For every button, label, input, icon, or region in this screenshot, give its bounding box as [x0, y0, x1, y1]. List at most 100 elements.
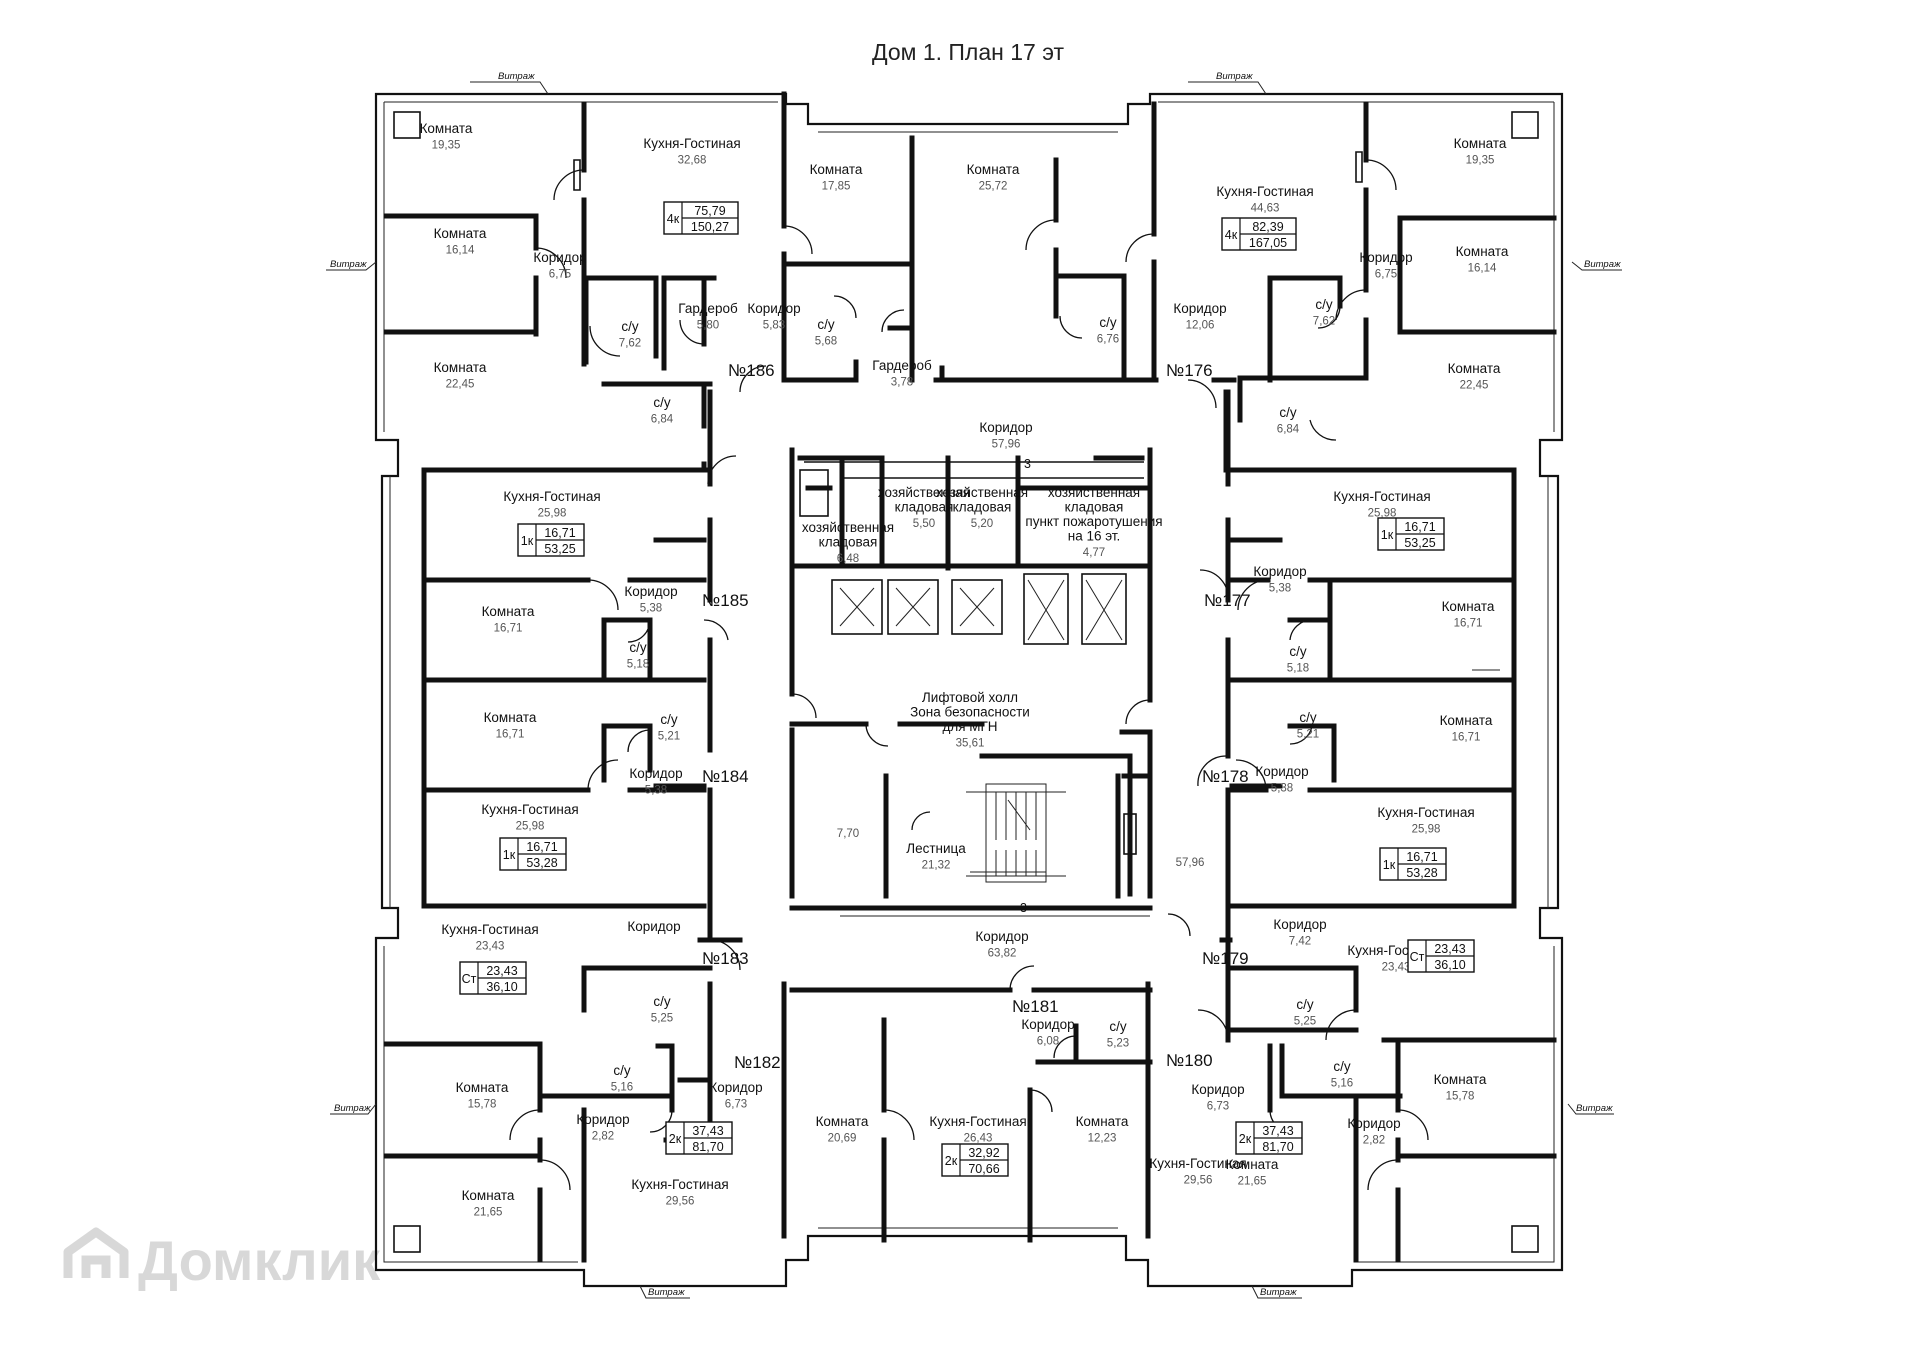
- corridor-mark: 3: [1020, 901, 1027, 915]
- shafts: [393, 111, 1539, 1253]
- room-name: хозяйственная: [936, 485, 1028, 500]
- room-area: 6,75: [549, 269, 571, 281]
- room-label: с/у5,16: [611, 1063, 633, 1094]
- room-area: 19,35: [432, 140, 461, 152]
- living-area: 37,43: [1262, 1124, 1293, 1138]
- room-name: кладовая: [953, 500, 1012, 515]
- total-area: 53,25: [544, 542, 575, 556]
- vitrazh-label: Витраж: [498, 71, 535, 82]
- room-name: Гардероб: [872, 358, 932, 373]
- room-area: 25,98: [1412, 824, 1441, 836]
- room-name: Гардероб: [678, 301, 738, 316]
- room-area: 25,98: [1368, 508, 1397, 520]
- room-name: с/у: [629, 640, 647, 655]
- room-label: 7,70: [837, 828, 859, 840]
- room-name: Кухня-Гостиная: [1333, 489, 1430, 504]
- room-name: Коридор: [533, 250, 586, 265]
- room-area: 17,85: [822, 181, 851, 193]
- corridor-mark: 3: [1024, 457, 1031, 471]
- room-name: с/у: [1289, 644, 1307, 659]
- living-area: 16,71: [1406, 850, 1437, 864]
- room-name: Кухня-Гостиная: [1216, 184, 1313, 199]
- room-label: с/у5,25: [1294, 997, 1316, 1028]
- room-name: Кухня-Гостиная: [481, 802, 578, 817]
- room-area: 7,70: [837, 828, 859, 840]
- room-area: 25,98: [516, 821, 545, 833]
- apartment-number: №179: [1202, 949, 1249, 968]
- room-label: 57,96: [1176, 857, 1205, 869]
- room-label: с/у6,76: [1097, 315, 1119, 346]
- room-area: 23,43: [476, 941, 505, 953]
- room-name: Коридор: [629, 766, 682, 781]
- room-label: с/у5,21: [1297, 710, 1319, 741]
- room-name: с/у: [1099, 315, 1117, 330]
- vitrazh-label: Витраж: [1260, 1287, 1297, 1298]
- apartment-type: 1к: [1381, 528, 1394, 542]
- apartment-type: 1к: [503, 848, 516, 862]
- room-name: Коридор: [627, 919, 680, 934]
- apartment-number: №186: [728, 361, 775, 380]
- vitrazh-mark: Витраж: [1571, 259, 1622, 271]
- room-area: 32,68: [678, 155, 707, 167]
- room-name: с/у: [1333, 1059, 1351, 1074]
- room-name: на 16 эт.: [1068, 529, 1121, 544]
- room-name: Комната: [420, 121, 473, 136]
- room-name: Комната: [484, 710, 537, 725]
- apartment-type: 1к: [521, 534, 534, 548]
- room-label: Коридор: [627, 919, 680, 934]
- room-area: 5,50: [913, 518, 935, 530]
- living-area: 23,43: [486, 964, 517, 978]
- room-area: 5,38: [640, 603, 662, 615]
- room-area: 29,56: [666, 1196, 695, 1208]
- total-area: 70,66: [968, 1162, 999, 1176]
- room-area: 7,62: [1313, 316, 1335, 328]
- room-area: 5,80: [697, 320, 719, 332]
- vitrazh-label: Витраж: [1216, 71, 1253, 82]
- vitrazh-mark: Витраж: [1251, 1285, 1302, 1299]
- vitrazh-mark: Витраж: [639, 1285, 690, 1299]
- vitrazh-label: Витраж: [334, 1103, 371, 1114]
- vitrazh-label: Витраж: [330, 259, 367, 270]
- room-area: 6,08: [1037, 1036, 1059, 1048]
- room-name: с/у: [1279, 405, 1297, 420]
- room-area: 35,61: [956, 738, 985, 750]
- room-label: с/у6,84: [1277, 405, 1300, 436]
- room-area: 5,16: [1331, 1078, 1353, 1090]
- room-name: Коридор: [979, 420, 1032, 435]
- room-area: 6,73: [725, 1099, 747, 1111]
- room-label: с/у 5,16: [1331, 1059, 1353, 1090]
- room-name: кладовая: [819, 535, 878, 550]
- living-area: 82,39: [1252, 220, 1283, 234]
- room-area: 16,71: [1452, 732, 1481, 744]
- room-area: 7,62: [619, 338, 641, 350]
- room-name: Комната: [1456, 244, 1509, 259]
- vitrazh-mark: Витраж: [1188, 71, 1267, 95]
- room-area: 5,21: [658, 731, 680, 743]
- room-name: с/у: [653, 994, 671, 1009]
- apartment-number: №176: [1166, 361, 1213, 380]
- room-label: с/у5,23: [1107, 1019, 1129, 1050]
- room-area: 5,18: [627, 659, 649, 671]
- room-area: 5,25: [1294, 1016, 1316, 1028]
- room-area: 23,43: [1382, 962, 1411, 974]
- room-label: с/у5,21: [658, 712, 680, 743]
- room-area: 5,38: [1269, 583, 1291, 595]
- thin-lines: [573, 151, 1500, 917]
- room-area: 63,82: [988, 948, 1017, 960]
- room-area: 15,78: [468, 1099, 497, 1111]
